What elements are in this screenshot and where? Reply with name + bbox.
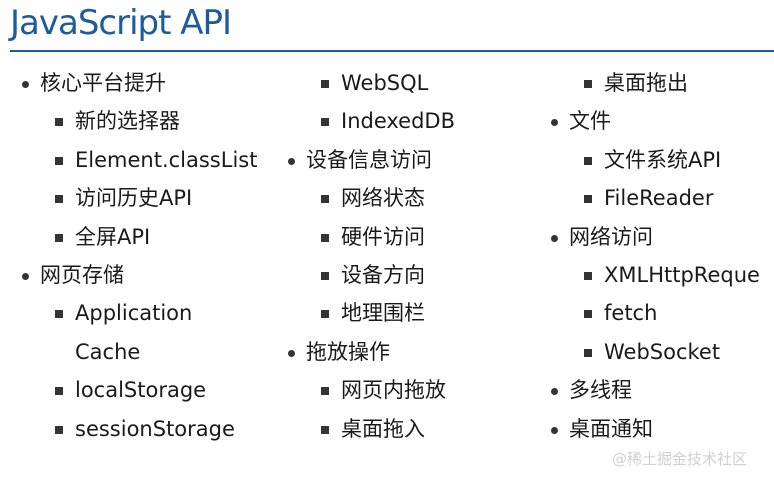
sub-list-item: Element.classList	[20, 141, 290, 179]
list-item-label: Cache	[75, 339, 141, 364]
column-2: WebSQL IndexedDB 设备信息访问网络状态硬件访问设备方向地理围栏拖放操…	[286, 64, 546, 448]
list-item-label: 硬件访问	[341, 224, 425, 249]
list-item-label: 地理围栏	[341, 301, 425, 326]
list-item: 网络访问	[549, 218, 774, 256]
list-item-label: Application	[75, 301, 193, 326]
list-item-label: WebSocket	[604, 339, 721, 364]
square-bullet-icon	[55, 118, 63, 127]
sub-list-item: 桌面拖入	[286, 410, 546, 448]
list-item-label: 多线程	[569, 378, 632, 403]
column-1: 核心平台提升新的选择器 Element.classList 访问历史API 全屏API…	[20, 64, 290, 448]
sub-list-item: XMLHttpReque	[549, 256, 774, 294]
list-item: 设备信息访问	[286, 141, 546, 179]
list-item-label: 设备信息访问	[306, 147, 432, 172]
square-bullet-icon	[55, 387, 63, 396]
sub-list-item: FileReader	[549, 179, 774, 217]
sub-list-item: fetch	[549, 294, 774, 332]
sub-list-item: 网络状态	[286, 179, 546, 217]
sub-list-item: 桌面拖出	[549, 64, 774, 102]
square-bullet-icon	[584, 310, 592, 319]
list-item-label: 网页存储	[40, 262, 124, 287]
sub-list-item: 全屏API	[20, 218, 290, 256]
sub-list-item: Application	[20, 294, 290, 332]
title-underline	[10, 50, 774, 52]
square-bullet-icon	[55, 425, 63, 434]
list-item-label: 设备方向	[341, 262, 425, 287]
square-bullet-icon	[321, 387, 329, 396]
list-item: 拖放操作	[286, 333, 546, 371]
list-item-label: 访问历史API	[75, 186, 193, 211]
list-item-label: FileReader	[604, 186, 714, 211]
list-item-label: 桌面拖入	[341, 416, 425, 441]
sub-list-item: 新的选择器	[20, 102, 290, 140]
sub-list-item: localStorage	[20, 371, 290, 409]
bullet-icon	[22, 81, 29, 88]
bullet-icon	[551, 234, 558, 242]
list-item: 桌面通知	[549, 410, 774, 448]
watermark: @稀土掘金技术社区	[612, 450, 748, 468]
bullet-icon	[551, 119, 558, 127]
square-bullet-icon	[321, 425, 329, 434]
sub-list-item: 文件系统API	[549, 141, 774, 179]
list-item-label: 全屏API	[75, 224, 151, 249]
list-item: 多线程	[549, 371, 774, 409]
list-item-label: 核心平台提升	[40, 71, 166, 95]
list-item-label: fetch	[604, 301, 658, 326]
list-item-label: 网络访问	[569, 224, 653, 249]
sub-list-item: WebSocket	[549, 333, 774, 371]
sub-list-item: 地理围栏	[286, 294, 546, 332]
sub-list-item: 网页内拖放	[286, 371, 546, 409]
sub-list-item: WebSQL	[286, 64, 546, 102]
list-item-label: 文件系统API	[604, 147, 722, 172]
list-item-label: 桌面拖出	[604, 71, 688, 95]
list-item-label: 网络状态	[341, 186, 425, 211]
list-item-label: 文件	[569, 109, 611, 134]
bullet-icon	[288, 349, 295, 357]
list-item-label: WebSQL	[341, 71, 429, 95]
sub-list-item: 访问历史API	[20, 179, 290, 217]
list-item-continuation: Cache	[20, 333, 290, 371]
sub-list-item: sessionStorage	[20, 410, 290, 448]
list-item-label: 新的选择器	[75, 109, 180, 134]
square-bullet-icon	[584, 156, 592, 165]
list-item-label: localStorage	[75, 378, 207, 403]
sub-list-item: 硬件访问	[286, 218, 546, 256]
list-item-label: 桌面通知	[569, 416, 653, 441]
list-item: 文件	[549, 102, 774, 140]
square-bullet-icon	[584, 195, 592, 204]
bullet-icon	[288, 157, 295, 165]
list-item: 核心平台提升	[20, 64, 290, 102]
sub-list-item: IndexedDB	[286, 102, 546, 140]
square-bullet-icon	[55, 156, 63, 165]
square-bullet-icon	[321, 310, 329, 319]
square-bullet-icon	[55, 310, 63, 319]
square-bullet-icon	[584, 80, 592, 88]
square-bullet-icon	[584, 271, 592, 280]
list-item-label: 拖放操作	[306, 339, 390, 364]
square-bullet-icon	[55, 195, 63, 204]
list-item-label: IndexedDB	[341, 109, 455, 134]
square-bullet-icon	[321, 271, 329, 280]
bullet-icon	[551, 388, 558, 396]
square-bullet-icon	[321, 80, 329, 88]
bullet-icon	[551, 426, 558, 434]
list-item-label: Element.classList	[75, 147, 258, 172]
list-item-label: XMLHttpReque	[604, 262, 760, 287]
list-item: 网页存储	[20, 256, 290, 294]
sub-list-item: 设备方向	[286, 256, 546, 294]
square-bullet-icon	[584, 348, 592, 357]
list-item-label: sessionStorage	[75, 416, 235, 441]
square-bullet-icon	[55, 233, 63, 242]
bullet-icon	[22, 272, 29, 280]
page-title: JavaScript API	[10, 3, 232, 43]
column-3: 桌面拖出文件文件系统API FileReader 网络访问 XMLHttpReque f…	[549, 64, 774, 448]
square-bullet-icon	[321, 233, 329, 242]
list-item-label: 网页内拖放	[341, 378, 446, 403]
square-bullet-icon	[321, 195, 329, 204]
square-bullet-icon	[321, 118, 329, 127]
